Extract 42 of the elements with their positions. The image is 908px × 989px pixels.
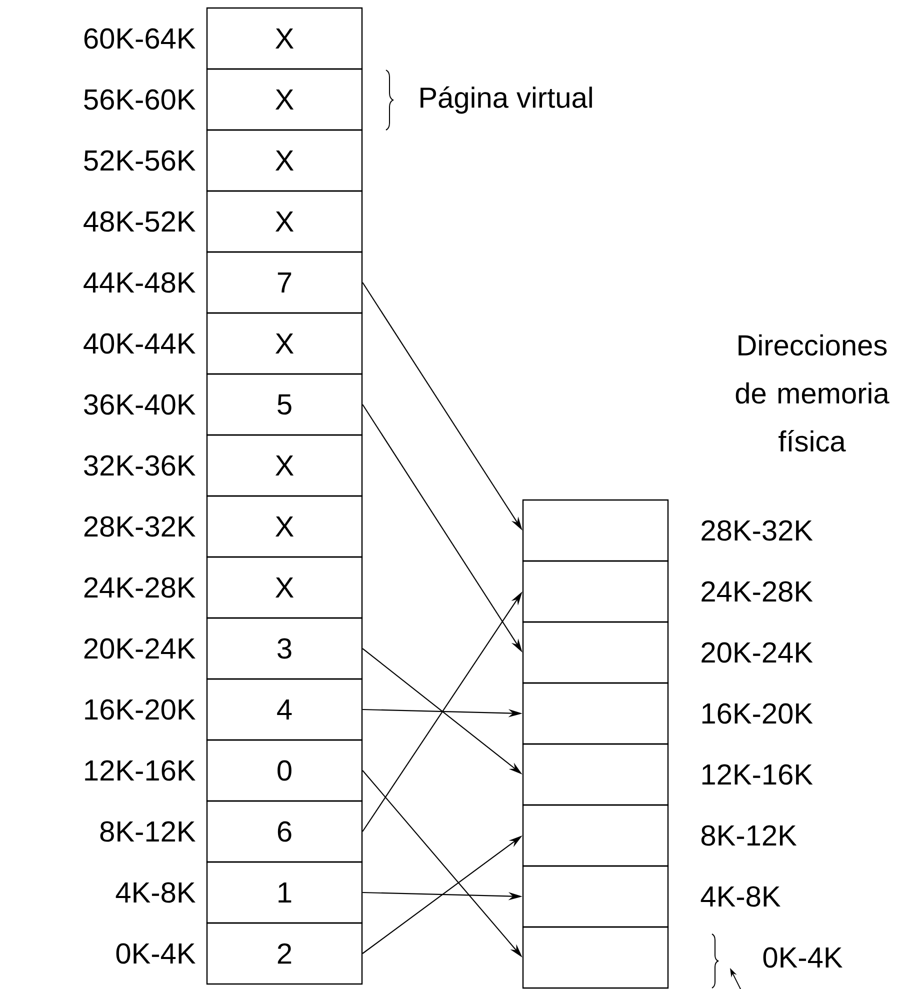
page-cell: 7 [206,251,363,314]
page-cell: X [206,129,363,192]
page-cell: 2 [206,922,363,985]
address-label: 24K-28K [84,577,196,598]
address-label: 28K-32K [84,516,196,537]
page-cell: X [206,312,363,375]
address-label: 56K-60K [84,89,196,110]
page-cell: 1 [206,861,363,924]
address-label: 44K-48K [84,272,196,293]
address-label: 40K-44K [84,333,196,354]
address-label: 24K-28K [702,581,813,602]
caption-text: Direcciones de memoria física [736,334,890,452]
page-cell: 5 [206,373,363,436]
address-label: 48K-52K [84,211,196,232]
address-label: 16K-20K [85,699,196,720]
address-label: 52K-56K [84,150,196,171]
page-cell: X [206,495,363,558]
address-label: 0K-4K [116,943,196,964]
page-cell: 6 [206,800,363,863]
address-label: 8K-12K [100,821,196,842]
page-cell: X [206,7,363,70]
page-cell: 0 [206,739,363,802]
address-label: 32K-36K [84,455,196,476]
address-label: 36K-40K [84,394,196,415]
caption-text: Página virtual [420,86,592,114]
address-label: 4K-8K [116,882,196,903]
address-label: 20K-24K [84,638,196,659]
page-cell: X [206,68,363,131]
page-cell: 4 [206,678,363,741]
address-label: 28K-32K [702,520,813,541]
page-cell: X [206,556,363,619]
page-cell: X [206,190,363,253]
address-label: 4K-8K [700,886,780,907]
page-cell: X [206,434,363,497]
address-label: 16K-20K [702,703,813,724]
address-label: 20K-24K [702,642,813,663]
address-label: 60K-64K [84,28,196,49]
page-cell: 3 [206,617,363,680]
address-label: 0K-4K [763,947,842,968]
address-label: 8K-12K [701,825,797,846]
address-label: 12K-16K [702,764,813,785]
address-label: 12K-16K [85,760,196,781]
